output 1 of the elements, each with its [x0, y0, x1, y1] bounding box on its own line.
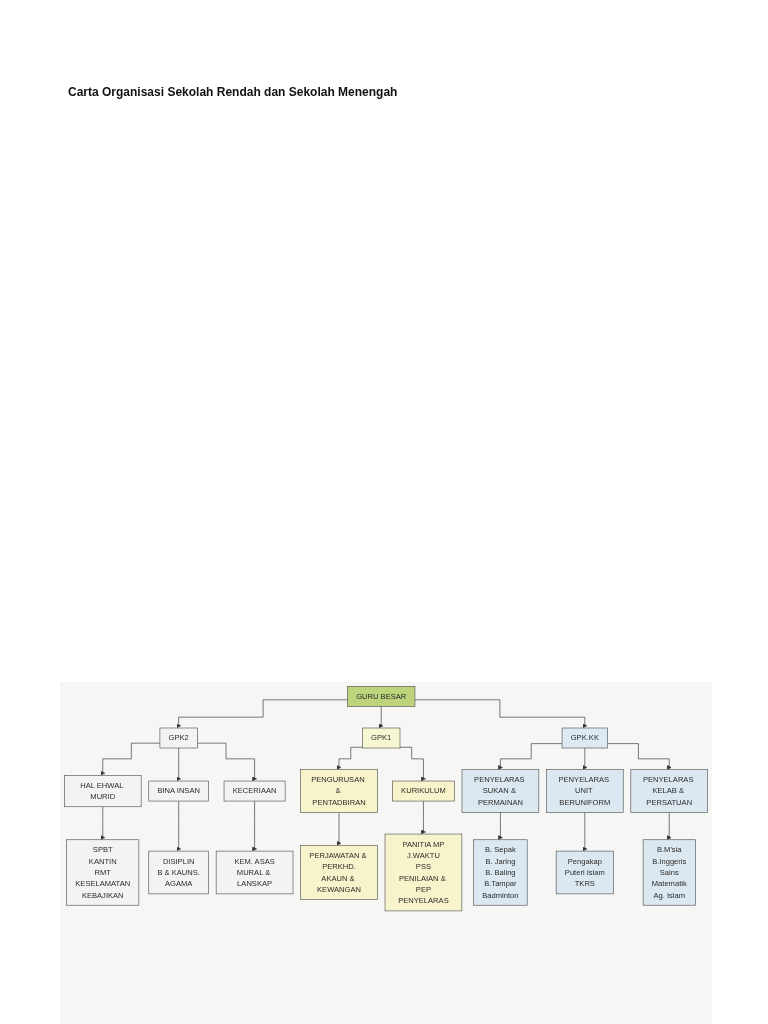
- diagram-title: Carta Organisasi Sekolah Rendah dan Sekolah Menengah: [68, 85, 398, 99]
